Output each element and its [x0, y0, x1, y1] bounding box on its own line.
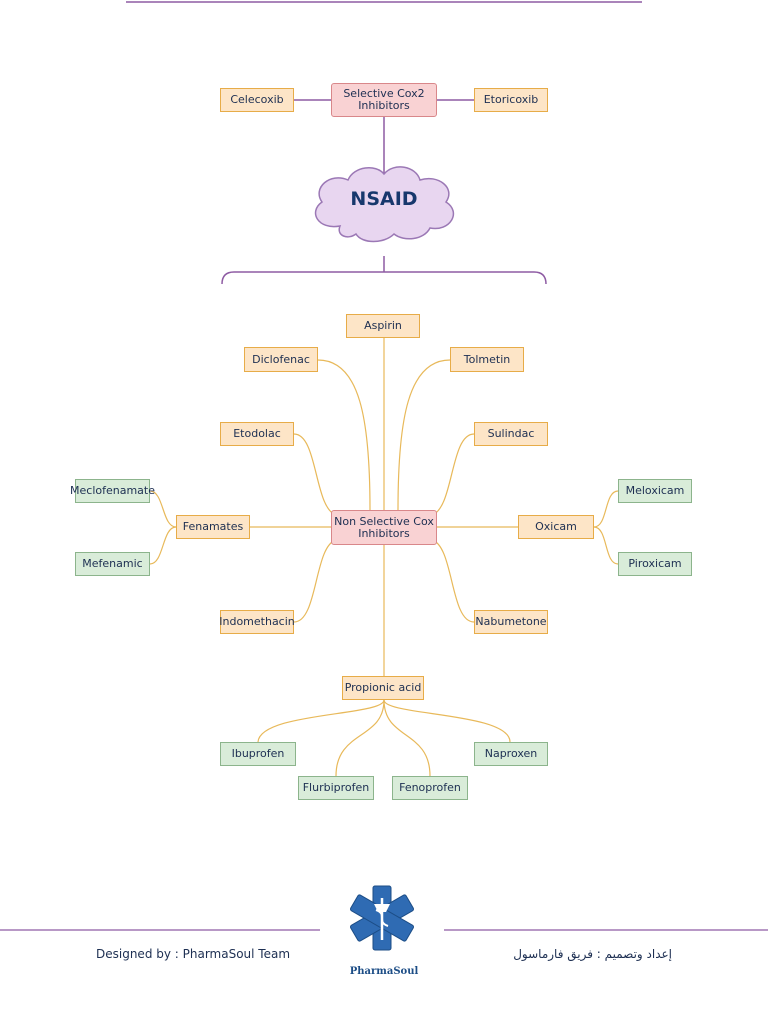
non-selective-cox-box: Non Selective Cox Inhibitors — [331, 510, 437, 545]
connector-meloxicam — [593, 490, 619, 528]
drug-meloxicam: Meloxicam — [618, 479, 692, 503]
connector-sulindac — [431, 433, 475, 516]
drug-aspirin: Aspirin — [346, 314, 420, 338]
drug-piroxicam: Piroxicam — [618, 552, 692, 576]
logo-text: PharmaSoul — [349, 966, 419, 977]
drug-mefenamic: Mefenamic — [75, 552, 150, 576]
drug-fenoprofen: Fenoprofen — [392, 776, 468, 800]
connector-indomethacin — [293, 539, 337, 623]
group-fenamates: Fenamates — [176, 515, 250, 539]
drug-etodolac: Etodolac — [220, 422, 294, 446]
group-oxicam: Oxicam — [518, 515, 594, 539]
pharmasoul-logo — [350, 885, 414, 951]
connector-ibuprofen — [257, 699, 385, 743]
nsaid-title: NSAID — [350, 188, 418, 210]
group-brace — [221, 256, 547, 285]
drug-celecoxib: Celecoxib — [220, 88, 294, 112]
drug-nabumetone: Nabumetone — [474, 610, 548, 634]
nsaid-cloud — [314, 166, 454, 243]
drug-diclofenac: Diclofenac — [244, 347, 318, 372]
drug-flurbiprofen: Flurbiprofen — [298, 776, 374, 800]
group-propionic-acid: Propionic acid — [342, 676, 424, 700]
connector-etodolac — [293, 433, 337, 516]
selective-cox2-box: Selective Cox2 Inhibitors — [331, 83, 437, 117]
drug-tolmetin: Tolmetin — [450, 347, 524, 372]
drug-etoricoxib: Etoricoxib — [474, 88, 548, 112]
bowl-icon — [374, 904, 390, 912]
connector-flurbiprofen — [335, 699, 385, 777]
footer-designed-by: Designed by : PharmaSoul Team — [96, 947, 291, 961]
drug-ibuprofen: Ibuprofen — [220, 742, 296, 766]
selective-connectors — [294, 99, 474, 176]
non-selective-connectors — [149, 338, 619, 777]
drug-sulindac: Sulindac — [474, 422, 548, 446]
connector-mefenamic — [149, 526, 177, 565]
drug-naproxen: Naproxen — [474, 742, 548, 766]
connector-diclofenac — [317, 359, 371, 511]
drug-meclofenamate: Meclofenamate — [70, 479, 155, 503]
connector-tolmetin — [397, 359, 451, 511]
connector-nabumetone — [431, 539, 475, 623]
connector-piroxicam — [593, 526, 619, 565]
drug-indomethacin: Indomethacin — [219, 610, 295, 634]
connector-meclofenamate — [149, 490, 177, 528]
footer-arabic-credit: إعداد وتصميم : فريق فارماسول — [513, 947, 672, 961]
connector-naproxen — [383, 699, 511, 743]
connector-fenoprofen — [383, 699, 431, 777]
